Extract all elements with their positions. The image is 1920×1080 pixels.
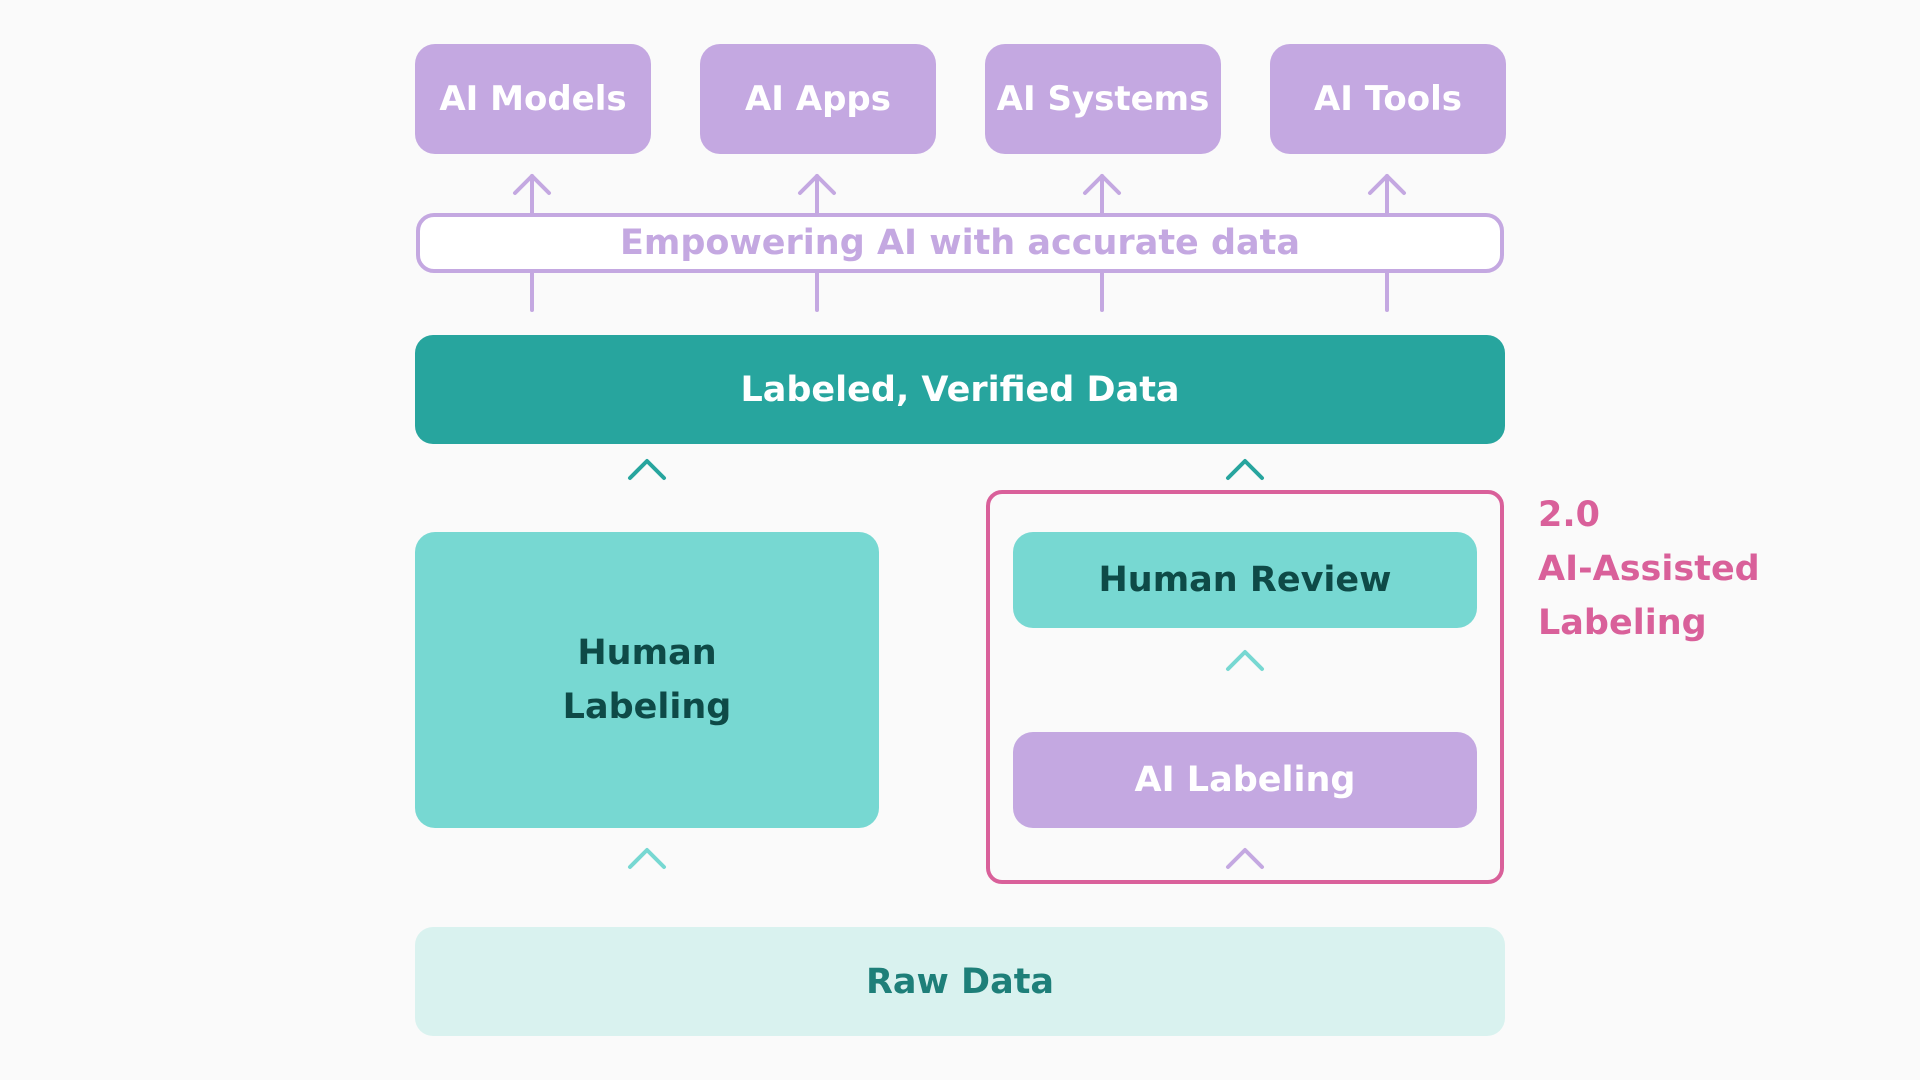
human-labeling-box: Human Labeling	[415, 532, 879, 828]
ai-models-box: AI Models	[415, 44, 651, 154]
side-label-line-2: Labeling	[1538, 603, 1707, 643]
human-labeling-line-2: Labeling	[562, 687, 732, 727]
ai-assisted-frame	[986, 490, 1504, 884]
arrow-human-labeling-to-labeled	[628, 459, 666, 517]
ai-labeling-box: AI Labeling	[1013, 732, 1477, 828]
human-labeling-line-1: Human	[577, 633, 717, 673]
ai-tools-box: AI Tools	[1270, 44, 1506, 154]
ai-apps-box: AI Apps	[700, 44, 936, 154]
arrow-ai-labeling-to-human-review	[1226, 650, 1264, 710]
human-review-box: Human Review	[1013, 532, 1477, 628]
arrow-raw-to-ai-labeling	[1226, 848, 1264, 906]
ai-systems-box: AI Systems	[985, 44, 1221, 154]
side-label-line-1: AI-Assisted	[1538, 549, 1760, 589]
raw-data-box: Raw Data	[415, 927, 1505, 1036]
side-label-version: 2.0	[1538, 495, 1601, 535]
labeled-verified-data-box: Labeled, Verified Data	[415, 335, 1505, 444]
accurate-data-banner: Empowering AI with accurate data	[416, 213, 1504, 273]
arrow-human-review-to-labeled	[1226, 459, 1264, 517]
arrow-raw-to-human-labeling	[628, 848, 666, 906]
ai-assisted-labeling-label: 2.0 AI-Assisted Labeling	[1538, 488, 1760, 650]
